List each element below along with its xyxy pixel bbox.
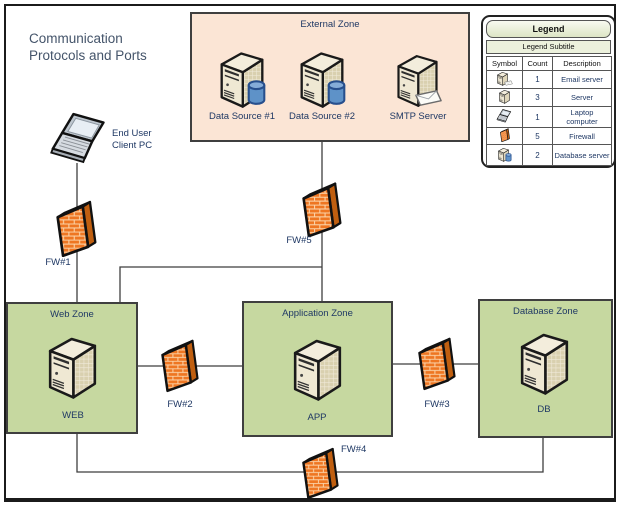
- legend-description: Email server: [552, 70, 612, 89]
- client-pc-label-line2: Client PC: [112, 139, 153, 151]
- legend-count: 1: [522, 106, 553, 128]
- laptop-icon: [49, 112, 111, 165]
- legend-description: Server: [552, 88, 612, 107]
- diagram-border: [4, 4, 616, 502]
- legend-count: 3: [522, 88, 553, 107]
- diagram-title: Communication Protocols and Ports: [29, 31, 147, 63]
- server-icon-db: [517, 329, 572, 396]
- envelope-icon: [414, 89, 443, 107]
- legend-row-server: 3 Server: [486, 88, 612, 107]
- firewall-icon-fw2: [160, 336, 200, 394]
- email-server-icon: [486, 70, 523, 89]
- server-icon: [486, 88, 523, 107]
- firewall-icon-fw5: [301, 181, 343, 237]
- laptop-icon: [486, 106, 523, 128]
- server-icon-app: [290, 335, 345, 402]
- firewall-icon: [486, 127, 523, 145]
- legend-col-count: Count: [522, 56, 553, 71]
- client-pc-label-line1: End User: [112, 128, 152, 139]
- legend-row-firewall: 5 Firewall: [486, 127, 612, 145]
- legend-row-email-server: 1 Email server: [486, 70, 612, 89]
- client-pc-label: End User Client PC: [112, 128, 182, 152]
- fw5-label: FW#5: [286, 235, 312, 246]
- db-server-label: DB: [537, 404, 551, 415]
- legend-description: Laptop computer: [552, 106, 612, 128]
- firewall-icon-fw1: [55, 199, 98, 257]
- legend-title: Legend: [486, 20, 611, 38]
- database-zone-label: Database Zone: [513, 306, 578, 317]
- legend-col-symbol: Symbol: [486, 56, 523, 71]
- legend-table: Symbol Count Description 1 Email server …: [486, 56, 612, 166]
- fw3-label: FW#3: [424, 399, 450, 410]
- app-server-label: APP: [307, 412, 327, 423]
- firewall-icon-fw3: [417, 334, 457, 392]
- web-zone-label: Web Zone: [50, 309, 94, 320]
- smtp-server-label: SMTP Server: [389, 111, 447, 122]
- database-cylinder-icon: [326, 80, 347, 106]
- legend-count: 2: [522, 144, 553, 166]
- legend-col-description: Description: [552, 56, 612, 71]
- web-server-label: WEB: [62, 410, 84, 421]
- legend-count: 1: [522, 70, 553, 89]
- web-zone: Web Zone: [6, 302, 138, 434]
- fw2-label: FW#2: [167, 399, 193, 410]
- data-source-1-label: Data Source #1: [208, 111, 275, 122]
- legend: Legend Legend Subtitle Symbol Count Desc…: [481, 15, 616, 168]
- fw4-label: FW#4: [341, 444, 367, 455]
- external-zone-label: External Zone: [300, 19, 360, 30]
- data-source-2-label: Data Source #2: [288, 111, 355, 122]
- legend-row-laptop: 1 Laptop computer: [486, 106, 612, 128]
- fw1-label: FW#1: [45, 257, 71, 268]
- server-icon-web: [45, 333, 100, 400]
- legend-row-database-server: 2 Database server: [486, 144, 612, 166]
- legend-count: 5: [522, 127, 553, 145]
- application-zone-label: Application Zone: [282, 308, 353, 319]
- legend-description: Firewall: [552, 127, 612, 145]
- legend-subtitle: Legend Subtitle: [486, 40, 611, 54]
- database-cylinder-icon: [246, 80, 267, 106]
- legend-description: Database server: [552, 144, 612, 166]
- database-server-icon: [486, 144, 523, 166]
- firewall-icon-fw4: [301, 444, 340, 501]
